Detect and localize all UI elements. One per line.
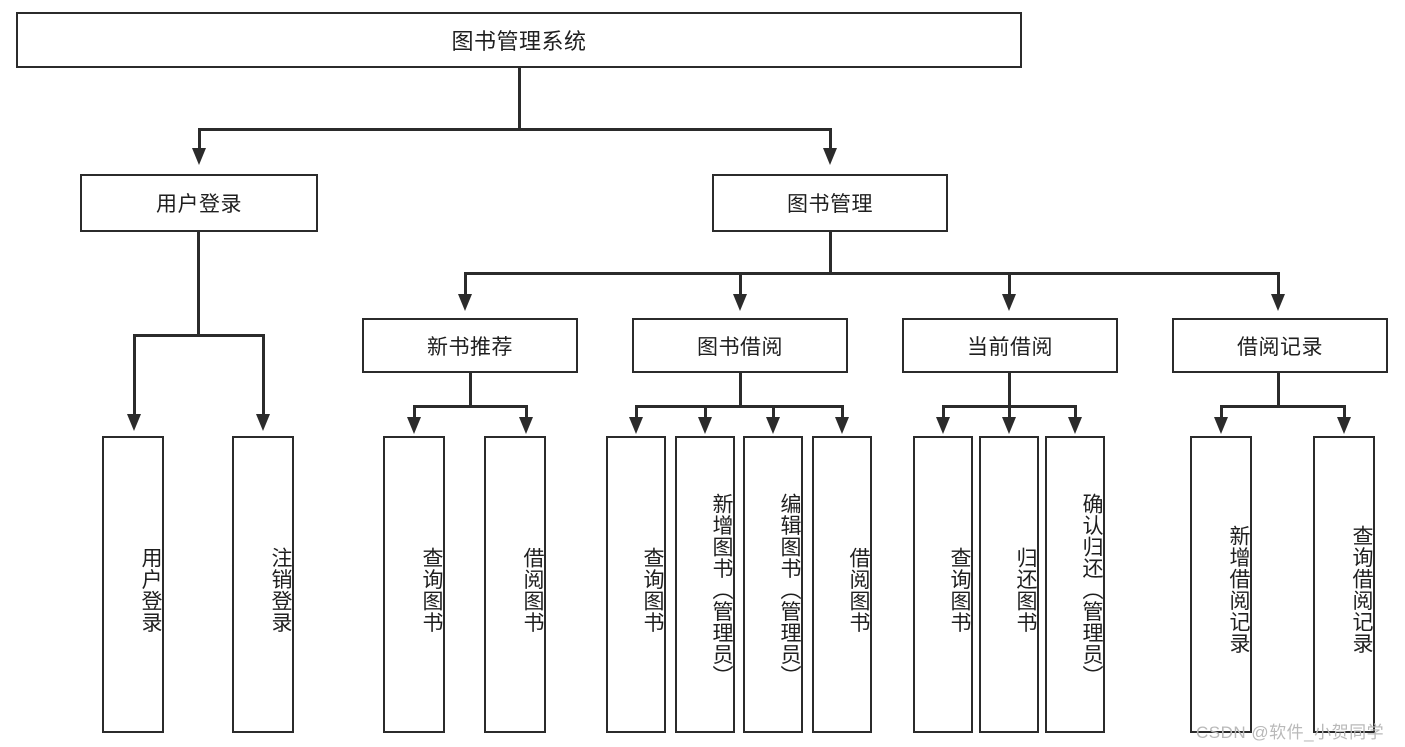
arrowhead-leaf-current-borrow-2	[1068, 417, 1082, 434]
connector-drop-leaf-current-borrow-0	[942, 405, 945, 419]
leaf-new-book-query[interactable]: 查询图书	[383, 436, 445, 733]
connector-book-borrow-stem	[739, 373, 742, 407]
node-label: 查询图书	[420, 546, 443, 633]
connector-new-book-bus	[413, 405, 527, 408]
connector-drop-leaf-book-borrow-3	[841, 405, 844, 419]
arrowhead-leaf-book-borrow-0	[629, 417, 643, 434]
node-label: 图书管理	[787, 193, 873, 216]
node-label: 借阅图书	[521, 546, 544, 633]
connector-book-borrow-bus	[635, 405, 843, 408]
connector-level3-bus	[464, 272, 1279, 275]
connector-drop-current-borrow	[1008, 272, 1011, 296]
node-new-book-recommend[interactable]: 新书推荐	[362, 318, 578, 373]
leaf-current-borrow-query[interactable]: 查询图书	[913, 436, 973, 733]
node-label: 查询借阅记录	[1350, 525, 1373, 654]
arrowhead-leaf-book-borrow-3	[835, 417, 849, 434]
node-label: 借阅记录	[1237, 335, 1323, 359]
connector-drop-leaf-current-borrow-1	[1008, 405, 1011, 419]
connector-drop-leaf-current-borrow-2	[1074, 405, 1077, 419]
node-label: 确认归还（管理员）	[1080, 492, 1103, 687]
connector-new-book-stem	[469, 373, 472, 407]
connector-borrow-record-bus	[1220, 405, 1345, 408]
leaf-user-login-logout[interactable]: 注销登录	[232, 436, 294, 733]
connector-drop-leaf-borrow-record-1	[1343, 405, 1346, 419]
connector-drop-leaf-book-borrow-0	[635, 405, 638, 419]
node-label: 归还图书	[1014, 546, 1037, 633]
arrowhead-leaf-current-borrow-0	[936, 417, 950, 434]
node-label: 注销登录	[269, 546, 292, 633]
connector-drop-book-borrow	[739, 272, 742, 296]
arrowhead-borrow-record	[1271, 294, 1285, 311]
node-label: 图书管理系统	[451, 29, 587, 54]
arrowhead-leaf-current-borrow-1	[1002, 417, 1016, 434]
connector-drop-leaf-book-borrow-2	[772, 405, 775, 419]
node-label: 图书借阅	[697, 335, 783, 359]
leaf-book-borrow-edit[interactable]: 编辑图书（管理员）	[743, 436, 803, 733]
node-current-borrow[interactable]: 当前借阅	[902, 318, 1118, 373]
leaf-book-borrow-query[interactable]: 查询图书	[606, 436, 666, 733]
connector-user-login-bus	[133, 334, 264, 337]
connector-drop-leaf-new-book-1	[525, 405, 528, 419]
node-label: 借阅图书	[847, 546, 870, 633]
arrowhead-leaf-user-login-0	[127, 414, 141, 431]
node-label: 查询图书	[641, 546, 664, 633]
connector-user-login-stem	[197, 232, 200, 336]
leaf-new-book-borrow[interactable]: 借阅图书	[484, 436, 546, 733]
connector-borrow-record-stem	[1277, 373, 1280, 407]
node-label: 新增图书（管理员）	[710, 492, 733, 687]
node-label: 编辑图书（管理员）	[778, 492, 801, 687]
node-label: 用户登录	[156, 193, 242, 216]
arrowhead-new-book	[458, 294, 472, 311]
connector-drop-leaf-borrow-record-0	[1220, 405, 1223, 419]
node-label: 查询图书	[948, 546, 971, 633]
connector-drop-new-book	[464, 272, 467, 296]
connector-drop-user-login	[198, 128, 201, 150]
connector-drop-leaf-user-login-0	[133, 334, 136, 416]
leaf-book-borrow-add[interactable]: 新增图书（管理员）	[675, 436, 735, 733]
node-label: 新增借阅记录	[1227, 525, 1250, 654]
leaf-borrow-record-add[interactable]: 新增借阅记录	[1190, 436, 1252, 733]
connector-drop-leaf-book-borrow-1	[704, 405, 707, 419]
connector-drop-leaf-new-book-0	[413, 405, 416, 419]
arrowhead-leaf-borrow-record-1	[1337, 417, 1351, 434]
arrowhead-leaf-user-login-1	[256, 414, 270, 431]
connector-drop-book-management	[829, 128, 832, 150]
leaf-user-login-login[interactable]: 用户登录	[102, 436, 164, 733]
arrowhead-book-management	[823, 148, 837, 165]
connector-level2-bus	[198, 128, 832, 131]
leaf-book-borrow-borrow[interactable]: 借阅图书	[812, 436, 872, 733]
leaf-borrow-record-query[interactable]: 查询借阅记录	[1313, 436, 1375, 733]
arrowhead-book-borrow	[733, 294, 747, 311]
leaf-current-borrow-return[interactable]: 归还图书	[979, 436, 1039, 733]
arrowhead-leaf-new-book-0	[407, 417, 421, 434]
node-label: 用户登录	[139, 546, 162, 633]
arrowhead-leaf-book-borrow-2	[766, 417, 780, 434]
arrowhead-leaf-new-book-1	[519, 417, 533, 434]
arrowhead-leaf-book-borrow-1	[698, 417, 712, 434]
connector-current-borrow-stem	[1008, 373, 1011, 407]
node-root-book-management-system[interactable]: 图书管理系统	[16, 12, 1022, 68]
node-label: 新书推荐	[427, 335, 513, 359]
arrowhead-leaf-borrow-record-0	[1214, 417, 1228, 434]
node-label: 当前借阅	[967, 335, 1053, 359]
connector-root-stem	[518, 68, 521, 130]
watermark-csdn: CSDN @软件_小贺同学	[1196, 723, 1385, 742]
arrowhead-current-borrow	[1002, 294, 1016, 311]
connector-drop-borrow-record	[1277, 272, 1280, 296]
arrowhead-user-login	[192, 148, 206, 165]
leaf-current-borrow-confirm-return[interactable]: 确认归还（管理员）	[1045, 436, 1105, 733]
node-book-borrow[interactable]: 图书借阅	[632, 318, 848, 373]
node-borrow-record[interactable]: 借阅记录	[1172, 318, 1388, 373]
node-book-management[interactable]: 图书管理	[712, 174, 948, 232]
node-user-login[interactable]: 用户登录	[80, 174, 318, 232]
connector-book-management-stem	[829, 232, 832, 274]
connector-drop-leaf-user-login-1	[262, 334, 265, 416]
